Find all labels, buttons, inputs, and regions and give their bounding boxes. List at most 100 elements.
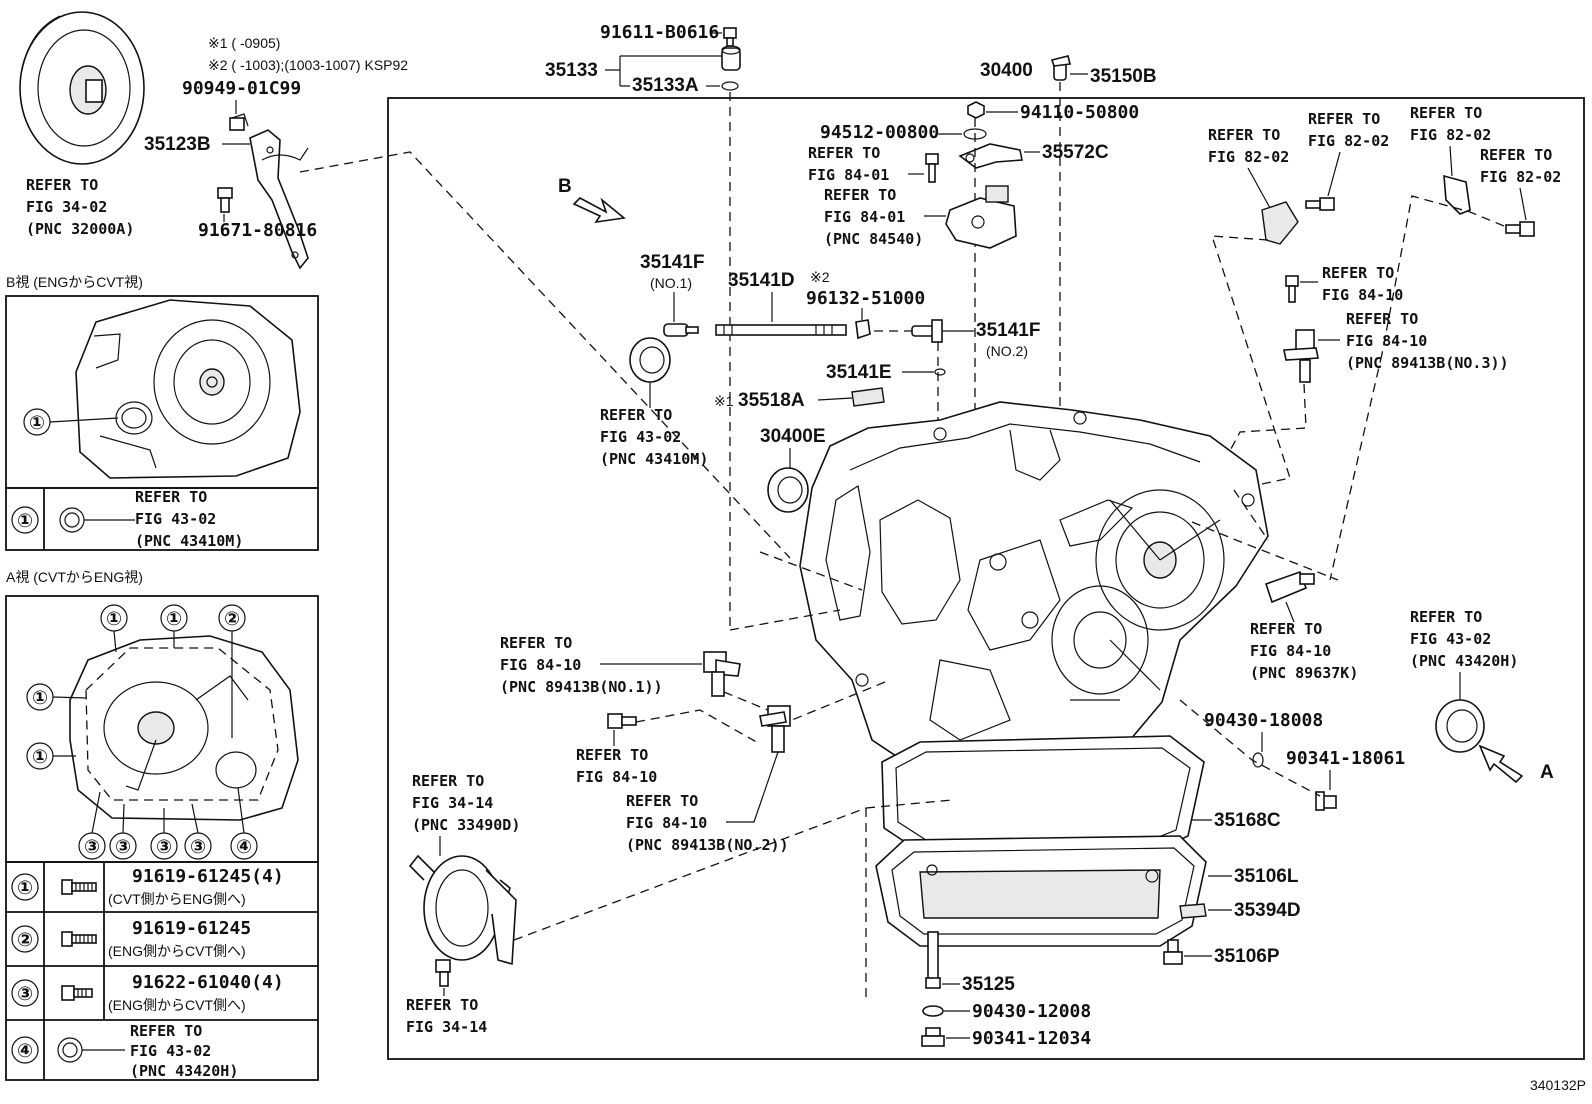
ref-84-10d-l2: FIG 84-10 [576,768,657,786]
view-a-callout: ① [166,609,182,630]
ref-84-10b-l3: (PNC 89413B(NO.3)) [1346,354,1509,372]
ref-fig34-02-l2: FIG 34-02 [26,198,107,216]
view-a-title: A視 (CVTからENG視) [6,569,143,585]
label-90341-18061: 90341-18061 [1286,748,1405,769]
neutral-switch-84540-drawing [945,185,1017,249]
ref-43-02m-l1: REFER TO [600,406,672,424]
ref-fig34-02-l1: REFER TO [26,176,98,194]
shaft-35141d-drawing [715,324,847,336]
view-a-callout: ① [32,747,48,768]
ref-43-02m-l3: (PNC 43410M) [600,450,708,468]
label-90341-12034: 90341-12034 [972,1028,1091,1049]
strainer-bolt-35125-drawing [925,931,941,989]
arrow-a-icon [1478,744,1524,784]
view-a-row-num: ② [17,930,33,951]
view-a-callout: ③ [190,837,206,858]
view-a-row-ref-l1: REFER TO [130,1022,202,1040]
arrow-b-icon [572,197,626,224]
main-frame [387,97,1585,1060]
ref-43-02h-l2: FIG 43-02 [1410,630,1491,648]
lever-35572c-drawing [958,143,1023,169]
view-a-row-1: ① 91619-61245(4) (CVT側からENG側へ) [11,866,284,907]
view-a-row-num: ③ [17,984,33,1005]
bolt-90949-drawing [229,113,249,131]
view-a-row-part: 91622-61040(4) [132,972,284,993]
view-a-row-part: 91619-61245(4) [132,866,284,887]
view-a-row-3: ③ 91622-61040(4) (ENG側からCVT側へ) [11,972,284,1013]
ref-34-14a-l2: FIG 34-14 [412,794,493,812]
label-90430-12008: 90430-12008 [972,1001,1091,1022]
ref-82-02d-l1: REFER TO [1480,146,1552,164]
ref-43-02h-l3: (PNC 43420H) [1410,652,1518,670]
ref-84-10e-l2: FIG 84-10 [626,814,707,832]
label-35106l: 35106L [1234,866,1299,887]
bolt-91611-drawing [723,27,737,47]
nut-94110-drawing [967,101,985,119]
bracket-35123b-drawing [249,129,309,270]
label-no2: (NO.2) [986,343,1028,359]
gasket-90430-18008 [1252,752,1264,768]
ref-84-10c-l3: (PNC 89413B(NO.1)) [500,678,663,696]
ref-34-14b-l2: FIG 34-14 [406,1018,487,1036]
oring-35133a [721,81,739,91]
label-90949-01c99: 90949-01C99 [182,78,301,99]
label-35141d: 35141D [728,270,795,291]
oring-35141e [934,368,946,376]
ref-84-10f-l2: FIG 84-10 [1250,642,1331,660]
view-a-case-drawing [69,635,299,821]
view-a-callout: ① [106,609,122,630]
view-a-callout: ③ [84,837,100,858]
label-35141f-no1: 35141F [640,252,704,273]
ref-84-10c-l2: FIG 84-10 [500,656,581,674]
gasket-35168c-drawing [881,735,1205,855]
label-91671-80816: 91671-80816 [198,220,317,241]
label-91611-b0616: 91611-B0616 [600,22,719,43]
oil-seal-43410m-drawing [629,337,671,383]
plug-90341-18061-drawing [1315,791,1337,811]
bolt-fig84-10-a-drawing [1285,275,1299,303]
note-1: ※1 ( -0905) [208,35,280,51]
label-35572c: 35572C [1042,142,1109,163]
note-2: ※2 ( -1003);(1003-1007) KSP92 [208,57,408,73]
oil-seal-icon [59,507,85,533]
ref-fig34-02-l3: (PNC 32000A) [26,220,134,238]
ref-84-01b-l1: REFER TO [824,186,896,204]
label-35133: 35133 [545,60,598,81]
arrow-a-label: A [1540,762,1554,783]
bolt-fig34-14-drawing [435,959,451,987]
gasket-90430-12008 [922,1005,944,1017]
speed-sensor-no1-drawing [703,651,741,697]
view-a-callout: ② [224,609,240,630]
view-a-callout: ③ [156,837,172,858]
label-35141e: 35141E [826,362,892,383]
view-a-row-2: ② 91619-61245 (ENG側からCVT側へ) [11,918,251,959]
ref-84-01a-l2: FIG 84-01 [808,166,889,184]
arrow-b-label: B [558,176,572,197]
ref-84-10f-l3: (PNC 89637K) [1250,664,1358,682]
torque-converter-drawing [19,11,145,165]
bolt-fig84-01-drawing [925,153,939,183]
ref-84-10b-l2: FIG 84-10 [1346,332,1427,350]
sensor-89637k-drawing [1264,570,1315,604]
label-94512-00800: 94512-00800 [820,122,939,143]
label-35168c: 35168C [1214,810,1281,831]
oil-pan-35106l-drawing [875,835,1207,947]
label-30400: 30400 [980,60,1033,81]
plug-35150b-drawing [1050,55,1071,81]
joint-35141f-no2-drawing [911,319,943,343]
bolt-fig84-10-d-drawing [607,713,637,729]
label-94110-50800: 94110-50800 [1020,102,1139,123]
label-35141d-mark: ※2 [810,269,830,285]
view-b-ref-l3: (PNC 43410M) [135,532,243,550]
ref-84-10d-l1: REFER TO [576,746,648,764]
label-35141f-no2: 35141F [976,320,1040,341]
label-35394d: 35394D [1234,900,1301,921]
speed-sensor-no3-drawing [1283,329,1319,383]
view-a-callout: ③ [115,837,131,858]
label-30400e: 30400E [760,426,826,447]
view-a-row-ref-l3: (PNC 43420H) [130,1062,238,1080]
ref-82-02a-l2: FIG 82-02 [1208,148,1289,166]
view-a-row-desc: (ENG側からCVT側へ) [108,997,246,1013]
